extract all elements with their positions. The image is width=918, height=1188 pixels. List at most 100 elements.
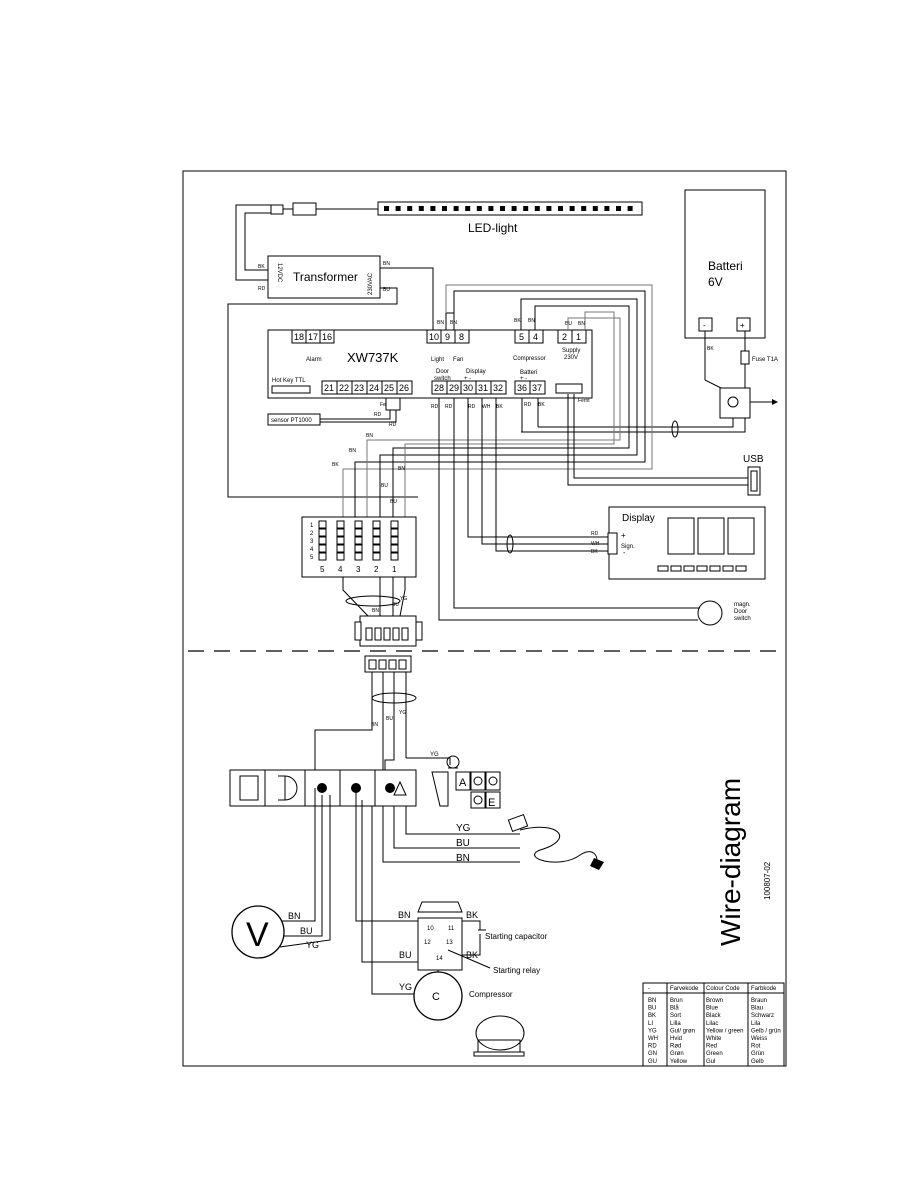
- table-header: Colour Code: [706, 986, 740, 992]
- led-diode: [384, 206, 389, 211]
- battery-plus: +: [740, 321, 745, 330]
- wire-label: BN: [437, 320, 444, 326]
- tb-cell: [318, 544, 327, 553]
- tb-cell: [354, 536, 363, 545]
- supply-label: Supply: [562, 348, 580, 354]
- tb-row-label: 1: [310, 523, 314, 529]
- wire-label: RD: [389, 422, 397, 428]
- terminal-number: 24: [369, 383, 379, 393]
- led-diode: [581, 206, 587, 211]
- wire-label: BK: [514, 318, 521, 324]
- wire-label: BN: [398, 910, 411, 920]
- display-term-pm: + -: [464, 376, 471, 382]
- supply-voltage: 230V: [564, 355, 578, 361]
- table-cell: GU: [648, 1059, 657, 1065]
- table-cell: WH: [648, 1036, 658, 1042]
- connector-pin: [392, 627, 400, 641]
- table-cell: Sort: [670, 1013, 681, 1019]
- wire-label: BN: [371, 722, 378, 728]
- tb-cell: [390, 536, 399, 545]
- terminal-number: 37: [532, 383, 542, 393]
- display-button: [696, 565, 708, 572]
- led-diode: [569, 206, 575, 211]
- batt-term-label: Batteri: [520, 370, 537, 376]
- table-cell: Lila: [751, 1021, 761, 1027]
- transformer-12vdc: 12VDC: [276, 263, 282, 283]
- wire-label: BK: [332, 462, 339, 468]
- led-light-strip: LED-light: [235, 201, 643, 281]
- terminal-number: 5: [519, 332, 524, 342]
- connector-pin: [365, 627, 373, 641]
- voltmeter: V BN BU YG: [231, 788, 331, 959]
- wire-label: YG: [306, 940, 319, 950]
- tb-row-label: 3: [310, 539, 314, 545]
- wire-label: BN: [528, 318, 535, 324]
- led-diode: [500, 206, 505, 211]
- terminal: [529, 380, 546, 395]
- tb-cell: [336, 528, 345, 537]
- wire-label: BU: [386, 716, 393, 722]
- fuse-label: Fuse T1A: [752, 357, 778, 363]
- tb-cell: [336, 552, 345, 561]
- tb-cell: [354, 520, 363, 529]
- wire-label: BU: [392, 602, 399, 608]
- table-cell: Braun: [751, 998, 767, 1004]
- compressor-label: Compressor: [469, 990, 513, 999]
- relay-terminal: 13: [446, 940, 453, 946]
- tb-cell: [354, 544, 363, 553]
- led-diode: [604, 206, 610, 211]
- sensor-pt1000: sensor PT1000 RD RD: [267, 397, 401, 428]
- table-cell: Gul/ grøn: [670, 1028, 695, 1034]
- display-button: [722, 565, 734, 572]
- terminal-number: 17: [308, 332, 318, 342]
- door-term-label: Door: [436, 369, 449, 375]
- terminal-number: 8: [459, 332, 464, 342]
- terminal-number: 22: [339, 383, 349, 393]
- wire-label: YG: [399, 710, 406, 716]
- door-term-label2: switch: [434, 376, 451, 382]
- table-cell: Brun: [670, 998, 683, 1004]
- wire-label: BK: [538, 402, 545, 408]
- tb-cell: [354, 552, 363, 561]
- led-diode: [442, 206, 447, 211]
- display-unit: Display + Sign. - RD WH BK: [467, 398, 766, 580]
- lower-connector: BN BU YG YG: [314, 655, 460, 788]
- table-cell: Blau: [751, 1006, 763, 1012]
- terminal: [490, 380, 507, 395]
- tb-cell: [390, 528, 399, 537]
- door-switch-label3: switch: [734, 616, 751, 622]
- plug-e: E: [488, 797, 495, 809]
- tb-cell: [372, 520, 381, 529]
- led-diode: [523, 206, 529, 211]
- fan-label: Fan: [453, 357, 463, 363]
- tb-cell: [390, 544, 399, 553]
- usb-label: USB: [743, 454, 764, 465]
- tb-cell: [318, 528, 327, 537]
- terminal-number: 28: [434, 383, 444, 393]
- terminal: [454, 329, 470, 344]
- display-term-label: Display: [466, 369, 486, 375]
- wire-label: RD: [445, 404, 453, 410]
- battery-label: Batteri: [708, 259, 743, 273]
- table-cell: Grøn: [670, 1051, 684, 1057]
- tb-col-label: 1: [392, 565, 397, 574]
- wire-label: WH: [482, 404, 491, 410]
- tb-cell: [336, 520, 345, 529]
- terminal-number: 29: [449, 383, 459, 393]
- display-button: [683, 565, 695, 572]
- terminal-number: 18: [294, 332, 304, 342]
- terminal-number: 9: [445, 332, 450, 342]
- tb-cell: [336, 536, 345, 545]
- table-header: -: [648, 986, 650, 992]
- wire-label: RD: [431, 404, 439, 410]
- connector-pin: [374, 627, 382, 641]
- led-diode: [407, 206, 413, 211]
- terminal-number: 31: [478, 383, 488, 393]
- terminal: [319, 329, 335, 344]
- table-cell: Rot: [751, 1044, 761, 1050]
- terminal: [528, 329, 544, 344]
- connector-pin: [368, 659, 377, 670]
- mains-cord: YG BU BN: [382, 806, 604, 870]
- table-cell: Red: [706, 1044, 717, 1050]
